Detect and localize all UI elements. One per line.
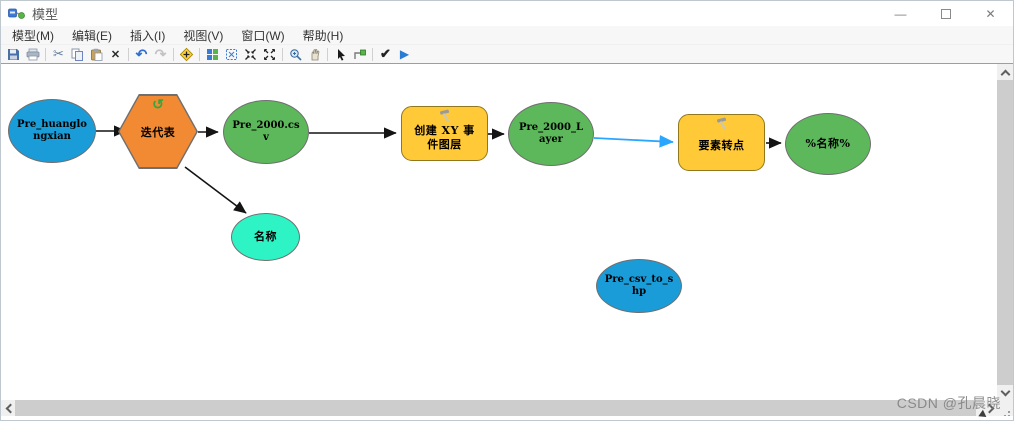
model-connectors [96,125,782,214]
print-icon[interactable] [23,46,42,63]
edge-iterator-to-name [184,166,247,214]
select-icon[interactable] [331,46,350,63]
node-create-xy-event-layer[interactable]: 创建 XY 事件图层 [401,106,488,161]
fit-to-window-icon[interactable] [222,46,241,63]
toolbar-separator [282,47,283,61]
redo-icon[interactable]: ↷ [154,45,167,62]
node-feature-to-point[interactable]: 要素转点 [678,114,765,171]
scrollbar-corner [997,400,1013,416]
node-pre-huanglongxian[interactable]: Pre_huanglongxian [8,99,96,163]
vertical-scroll-thumb[interactable] [997,80,1013,385]
menu-item-help[interactable]: 帮助(H) [302,28,344,43]
resize-grip-icon[interactable] [1008,411,1010,413]
node-pre-2000-csv[interactable]: Pre_2000.csv [223,100,309,164]
close-button[interactable]: ✕ [985,6,996,21]
node-label: 要素转点 [698,138,745,152]
toolbar-separator [173,47,174,61]
toolbar-separator [128,47,129,61]
node-label: Pre_2000_Layer [518,121,583,146]
scroll-right-button[interactable] [983,400,999,416]
node-label: %名称% [805,137,851,151]
undo-icon[interactable]: ↶ [135,45,148,62]
chevron-down-icon [1000,386,1010,396]
auto-layout-icon[interactable] [203,46,222,63]
validate-icon[interactable]: ✔ [380,46,391,61]
cut-icon[interactable]: ✂ [53,46,64,61]
watermark: CSDN @孔晨晓 [896,395,1001,411]
hammer-icon [439,109,449,122]
add-data-icon[interactable] [177,46,196,63]
menu-item-view[interactable]: 视图(V) [183,28,224,43]
zoom-in-icon[interactable] [241,46,260,63]
node-label: Pre_huanglongxian [17,118,87,143]
zoom-tool-icon[interactable] [286,46,305,63]
minimize-button[interactable]: — [894,6,907,21]
node-iterate-table[interactable]: 迭代表 ↺ [118,94,198,169]
full-extent-icon[interactable] [260,46,279,63]
menu-item-insert[interactable]: 插入(I) [130,28,166,43]
toolbar: ✂ ✕ ↶ ↷ ✔ ▶ [1,45,1013,64]
window-title: 模型 [32,7,59,22]
node-pre-2000-layer[interactable]: Pre_2000_Layer [508,102,594,166]
chevron-left-icon [5,403,16,413]
modelbuilder-icon [8,8,25,19]
node-label: 迭代表 [140,125,176,139]
delete-icon[interactable]: ✕ [110,48,121,61]
hammer-icon [716,117,726,130]
node-label: Pre_csv_to_shp [604,273,674,298]
node-label: 创建 XY 事件图层 [414,123,475,151]
scroll-left-button[interactable] [1,400,17,416]
scroll-up-button[interactable] [997,64,1013,80]
menu-bar: 模型(M) 编辑(E) 插入(I) 视图(V) 窗口(W) 帮助(H) [1,26,1013,45]
maximize-icon [940,8,951,19]
toolbar-separator [372,47,373,61]
save-icon[interactable] [4,46,23,63]
maximize-button[interactable] [923,1,968,26]
iterator-icon: ↺ [152,96,164,112]
pan-icon[interactable] [305,46,324,63]
horizontal-scroll-thumb[interactable] [15,400,976,416]
paste-icon[interactable] [87,46,106,63]
menu-item-model[interactable]: 模型(M) [12,28,54,43]
connect-icon[interactable] [350,46,369,63]
node-percent-name[interactable]: %名称% [785,113,871,175]
menu-item-window[interactable]: 窗口(W) [241,28,285,43]
horizontal-scrollbar[interactable] [1,400,999,416]
window-frame-bottom [1,416,1013,420]
chevron-up-icon [1000,69,1010,79]
vertical-scrollbar[interactable] [997,64,1013,401]
run-icon[interactable]: ▶ [399,47,410,61]
menu-item-edit[interactable]: 编辑(E) [72,28,112,43]
title-bar: 模型 — ✕ [1,1,1013,26]
toolbar-separator [45,47,46,61]
node-name-value[interactable]: 名称 [231,213,300,261]
copy-icon[interactable] [68,46,87,63]
scroll-down-button[interactable] [997,385,1013,401]
edge-layer-to-featuretopoint [593,135,674,148]
toolbar-separator [327,47,328,61]
model-canvas[interactable]: Pre_huanglongxian 迭代表 ↺ Pre_2000.csv 创建 … [1,64,999,400]
node-pre-csv-to-shp[interactable]: Pre_csv_to_shp [596,259,682,313]
node-label: 名称 [254,230,277,244]
toolbar-separator [199,47,200,61]
node-label: Pre_2000.csv [232,119,300,144]
